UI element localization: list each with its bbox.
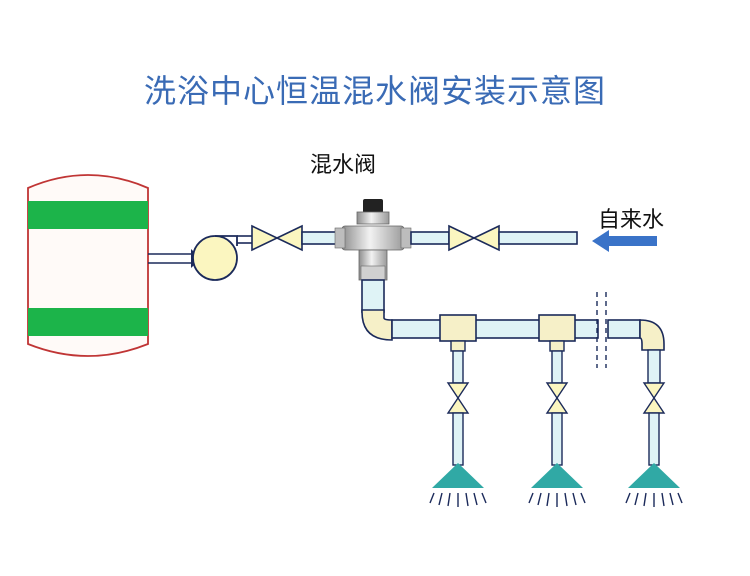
shower-branch-1 xyxy=(429,350,487,507)
distribution-pipe-end xyxy=(607,319,641,339)
shower-branch-3 xyxy=(625,349,683,507)
branch-valve-icon xyxy=(642,382,666,400)
shower-branch-2 xyxy=(528,350,586,507)
shower-head-icon xyxy=(432,463,484,488)
pipe-break-icon xyxy=(596,292,607,368)
hot-inlet-valve-icon xyxy=(251,224,303,252)
cold-pipe-short xyxy=(410,231,450,245)
cold-inlet-valve-icon xyxy=(448,224,500,252)
tank-band-top xyxy=(28,201,148,229)
shower-head-icon xyxy=(531,463,583,488)
hot-water-tank xyxy=(27,174,149,357)
page-title: 洗浴中心恒温混水阀安装示意图 xyxy=(143,72,606,110)
pump xyxy=(192,235,238,281)
end-elbow xyxy=(639,319,665,351)
mixed-outlet-pipe xyxy=(361,279,393,341)
branch-valve-icon xyxy=(545,382,569,400)
mixing-valve-icon xyxy=(334,199,412,281)
cold-supply-pipe xyxy=(498,231,578,245)
tank-band-bottom xyxy=(28,308,148,336)
tank-outlet-pipe xyxy=(148,253,193,264)
tee-fitting-1 xyxy=(439,314,477,352)
tap-water-arrow-icon xyxy=(592,230,657,252)
tap-water-label: 自来水 xyxy=(598,208,665,233)
mixing-valve-label: 混水阀 xyxy=(310,153,377,178)
branch-valve-icon xyxy=(446,382,470,400)
shower-head-icon xyxy=(628,463,680,488)
tee-fitting-2 xyxy=(538,314,576,352)
